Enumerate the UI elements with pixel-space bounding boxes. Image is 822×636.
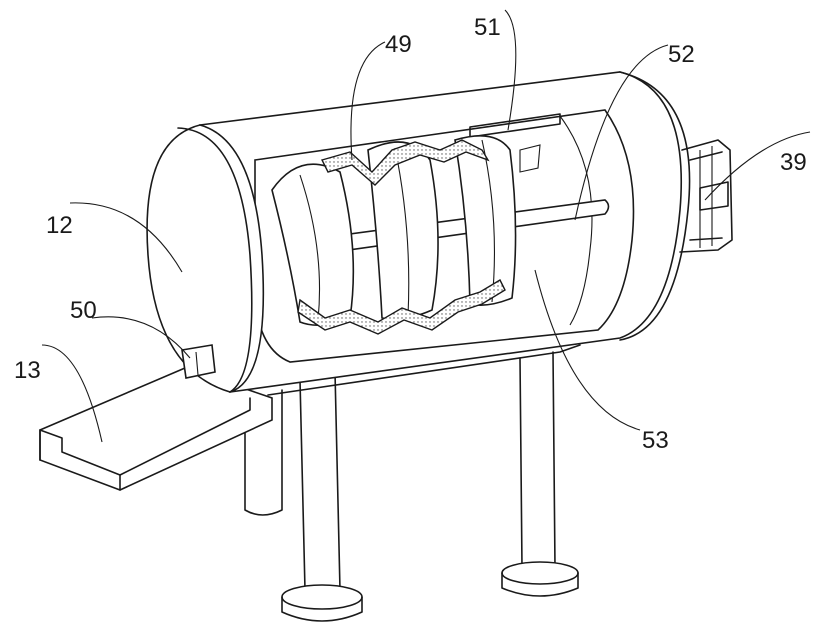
support-legs [244,339,591,622]
label-50: 50 [70,297,97,324]
label-53: 53 [642,427,669,454]
left-end-cap [146,124,265,393]
leader-lines [41,9,811,443]
screw-flights [271,134,517,335]
label-13: 13 [14,357,41,384]
label-51: 51 [474,14,501,41]
label-49: 49 [385,31,412,58]
reference-numerals: 12 50 13 49 51 52 39 53 [14,14,807,454]
label-39: 39 [780,149,807,176]
label-52: 52 [668,41,695,68]
label-12: 12 [46,212,73,239]
screw-shaft [289,199,610,259]
